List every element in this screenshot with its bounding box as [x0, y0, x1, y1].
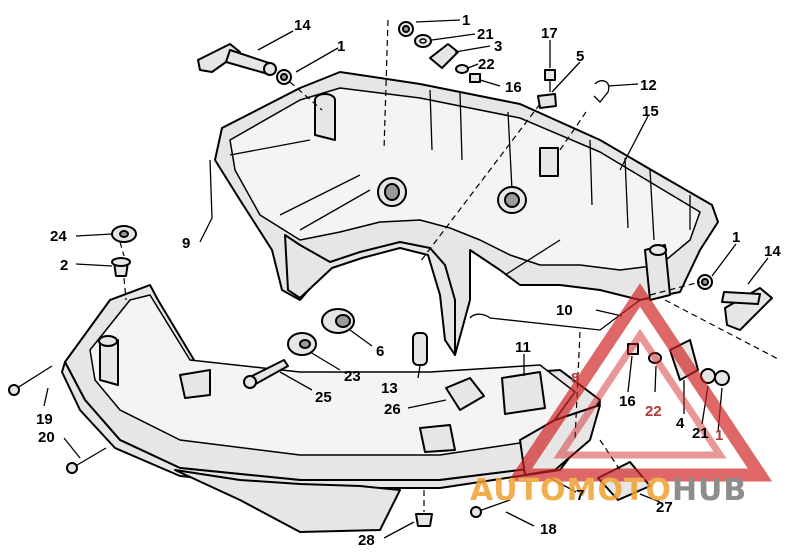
callout-label: 28 — [358, 532, 375, 549]
callout-label: 14 — [764, 243, 781, 260]
callout-label: 7 — [576, 487, 584, 504]
nut-1-lower — [714, 370, 730, 386]
screw-16-upper — [469, 73, 481, 83]
callout-label: 12 — [640, 77, 657, 94]
watermark-logo: AUTOMOTOHUB — [470, 283, 773, 508]
callout-label: 1 — [715, 427, 723, 444]
watermark-triangle-icon — [507, 283, 773, 482]
screw-17 — [544, 69, 556, 92]
leader-lines — [43, 19, 769, 539]
callout-label: 19 — [36, 411, 53, 428]
grommet-24 — [111, 225, 137, 243]
plug-28 — [415, 513, 433, 527]
bolt-19 — [8, 365, 53, 396]
screw-16-lower — [627, 343, 639, 355]
bracket-3 — [429, 43, 459, 69]
callout-label: 16 — [619, 393, 636, 410]
callout-labels: 14 1 9 1 21 3 22 16 17 5 12 15 24 2 1 14… — [36, 12, 781, 549]
callout-label: 10 — [556, 302, 573, 319]
callout-label: 20 — [38, 429, 55, 446]
stud-25 — [243, 359, 289, 389]
upper-cowl-pan — [214, 71, 719, 356]
callout-label: 16 — [505, 79, 522, 96]
callout-label: 4 — [676, 415, 685, 432]
watermark-text: AUTOMOTOHUB — [470, 473, 747, 508]
callout-label: 13 — [381, 380, 398, 397]
callout-label: 18 — [540, 521, 557, 538]
washer-21-upper — [414, 34, 432, 48]
callout-label: 9 — [182, 235, 190, 252]
clip-5 — [537, 93, 557, 109]
callout-label: 26 — [384, 401, 401, 418]
watermark-part3: HUB — [672, 473, 747, 508]
callout-label: 17 — [541, 25, 558, 42]
callout-label: 1 — [337, 38, 345, 55]
callout-label: 1 — [462, 12, 470, 29]
washer-22-upper — [455, 64, 469, 74]
seal-6 — [321, 308, 355, 334]
latch-handle-right — [721, 287, 773, 331]
nut-1-upper — [398, 21, 414, 37]
callout-label: 11 — [515, 339, 531, 356]
callout-label: 22 — [645, 403, 662, 420]
callout-label: 5 — [576, 48, 584, 65]
rod-10 — [469, 299, 641, 331]
callout-label: 14 — [294, 17, 311, 34]
callout-label: 22 — [478, 56, 495, 73]
callout-label: 21 — [477, 26, 494, 43]
callout-label: 3 — [494, 38, 502, 55]
nut-1-right — [697, 274, 713, 290]
pad-26 — [445, 377, 485, 411]
callout-label: 6 — [376, 343, 384, 360]
pad-13 — [412, 332, 428, 366]
wire-clip-12 — [593, 80, 610, 103]
callout-label: 8 — [571, 370, 579, 387]
latch-handle-top — [197, 43, 277, 76]
callout-label: 2 — [60, 257, 68, 274]
callout-label: 23 — [344, 368, 361, 385]
watermark-part1: AUTO — [470, 473, 567, 508]
callout-label: 1 — [732, 229, 740, 246]
callout-label: 25 — [315, 389, 332, 406]
plug-2 — [111, 257, 131, 277]
washer-22-lower — [648, 352, 662, 364]
block-11 — [501, 371, 546, 415]
callout-label: 27 — [656, 499, 673, 516]
callout-label: 24 — [50, 228, 67, 245]
seal-23 — [287, 332, 317, 356]
bolt-20 — [66, 447, 107, 474]
callout-label: 21 — [692, 425, 709, 442]
bolt-18 — [470, 499, 511, 518]
watermark-part2: MOTO — [567, 473, 672, 508]
nut-1-top — [276, 69, 292, 85]
callout-label: 15 — [642, 103, 659, 120]
